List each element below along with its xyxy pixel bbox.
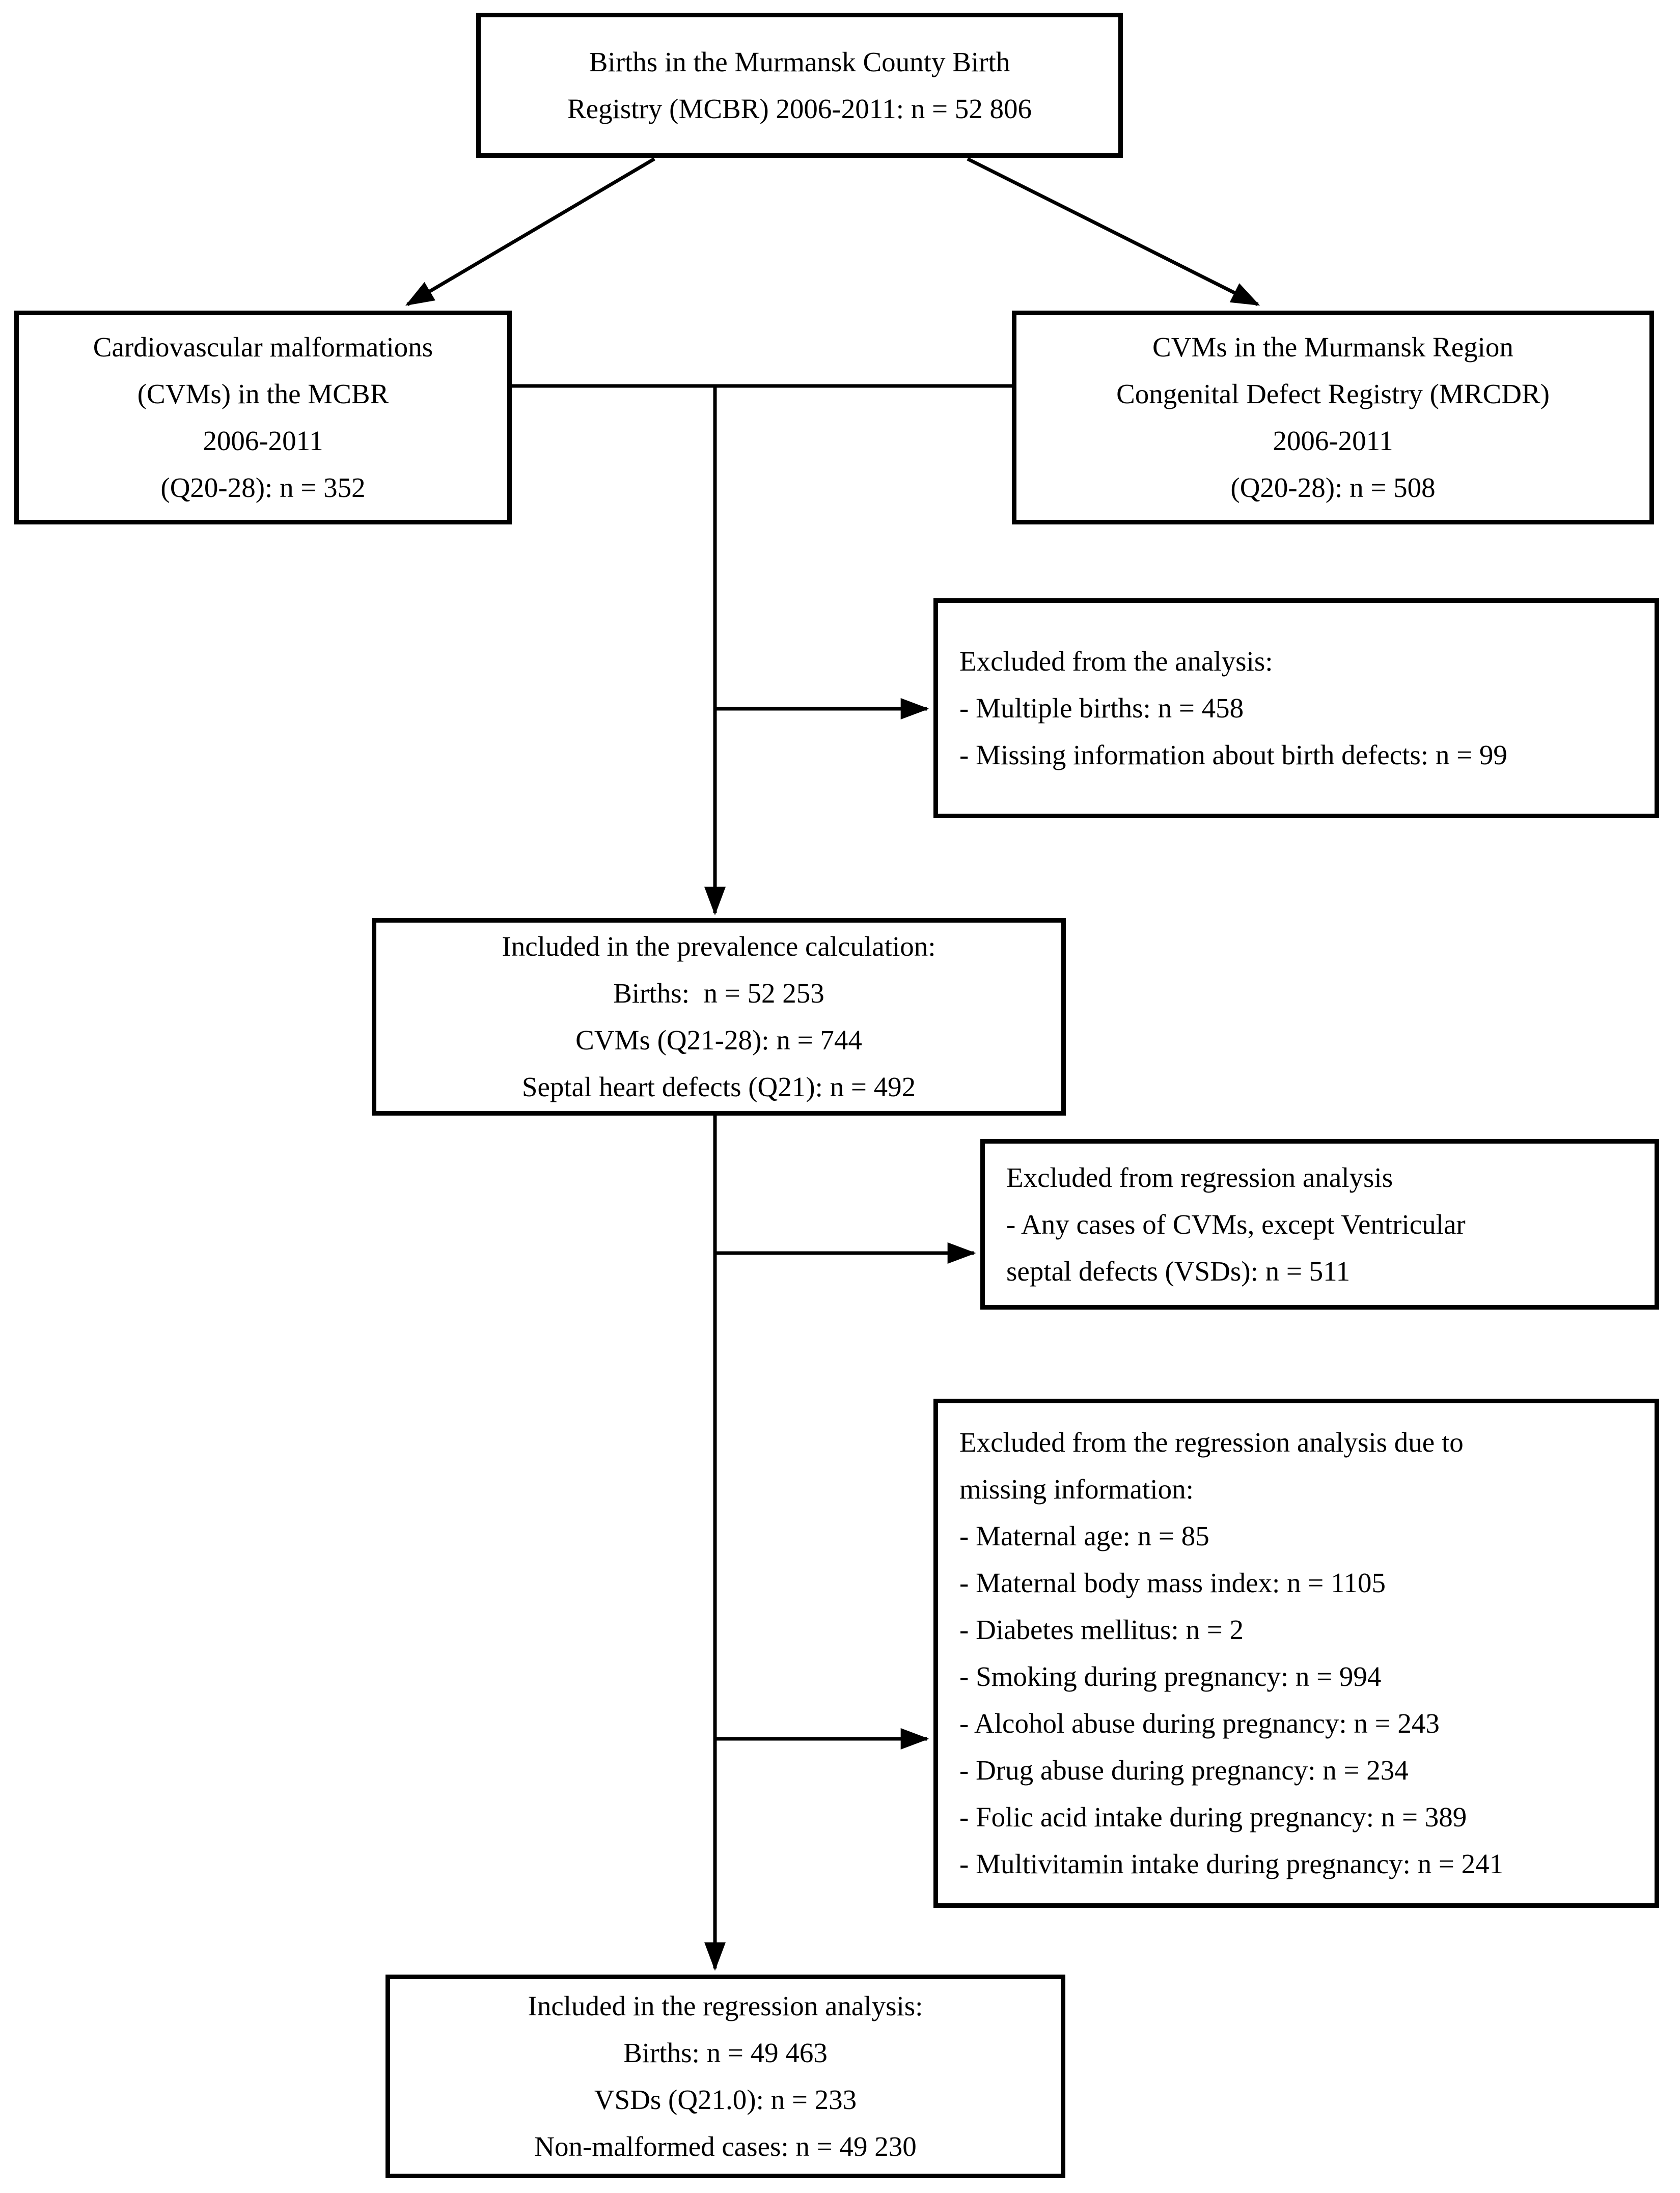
text-line: - Multivitamin intake during pregnancy: … (959, 1848, 1504, 1879)
text-line: Excluded from regression analysis (1006, 1161, 1393, 1193)
text-line: (CVMs) in the MCBR (137, 378, 389, 409)
text-line: - Smoking during pregnancy: n = 994 (959, 1661, 1382, 1692)
text-line: Septal heart defects (Q21): n = 492 (521, 1071, 916, 1102)
box-included-regression-analysis: Included in the regression analysis: Birt… (385, 1975, 1065, 2178)
text-line: CVMs in the Murmansk Region (1152, 331, 1513, 363)
text-line: - Folic acid intake during pregnancy: n … (959, 1801, 1467, 1833)
arrow-top-to-mrcdr-cvms-icon (967, 157, 1260, 307)
text-line: Non-malformed cases: n = 49 230 (534, 2131, 917, 2162)
text-line: Births: n = 52 253 (613, 978, 824, 1009)
text-line: - Missing information about birth defect… (959, 739, 1507, 770)
box-excluded-from-regression: Excluded from regression analysis - Any c… (980, 1139, 1659, 1310)
text-line: - Maternal age: n = 85 (959, 1520, 1209, 1551)
text-line: Cardiovascular malformations (93, 331, 433, 363)
text-line: - Maternal body mass index: n = 1105 (959, 1567, 1386, 1598)
box-excluded-from-analysis: Excluded from the analysis: - Multiple bi… (933, 598, 1659, 818)
text-line: - Drug abuse during pregnancy: n = 234 (959, 1755, 1409, 1786)
text-line: Included in the prevalence calculation: (502, 931, 936, 962)
text-line: 2006-2011 (203, 425, 323, 456)
text-line: VSDs (Q21.0): n = 233 (594, 2084, 857, 2115)
box-cvms-mcbr: Cardiovascular malformations (CVMs) in th… (14, 311, 512, 524)
text-line: septal defects (VSDs): n = 511 (1006, 1255, 1351, 1287)
text-line: Excluded from the regression analysis du… (959, 1427, 1464, 1458)
text-line: Registry (MCBR) 2006-2011: n = 52 806 (567, 93, 1032, 124)
text-line: (Q20-28): n = 508 (1230, 472, 1436, 503)
text-line: Excluded from the analysis: (959, 646, 1273, 677)
text-line: Congenital Defect Registry (MRCDR) (1116, 378, 1550, 409)
text-line: - Alcohol abuse during pregnancy: n = 24… (959, 1708, 1440, 1739)
arrow-top-to-mcbr-cvms-icon (405, 157, 655, 307)
text-line: Included in the regression analysis: (528, 1990, 923, 2021)
text-line: Births in the Murmansk County Birth (589, 46, 1010, 77)
text-line: - Multiple births: n = 458 (959, 692, 1244, 724)
text-line: CVMs (Q21-28): n = 744 (575, 1024, 862, 1056)
box-excluded-missing-information: Excluded from the regression analysis du… (933, 1399, 1659, 1908)
text-line: (Q20-28): n = 352 (160, 472, 366, 503)
box-included-prevalence-calculation: Included in the prevalence calculation: B… (372, 918, 1066, 1116)
text-line: Births: n = 49 463 (623, 2037, 828, 2068)
text-line: - Any cases of CVMs, except Ventricular (1006, 1208, 1466, 1240)
text-line: 2006-2011 (1273, 425, 1393, 456)
text-line: missing information: (959, 1474, 1194, 1505)
text-line: - Diabetes mellitus: n = 2 (959, 1614, 1244, 1645)
